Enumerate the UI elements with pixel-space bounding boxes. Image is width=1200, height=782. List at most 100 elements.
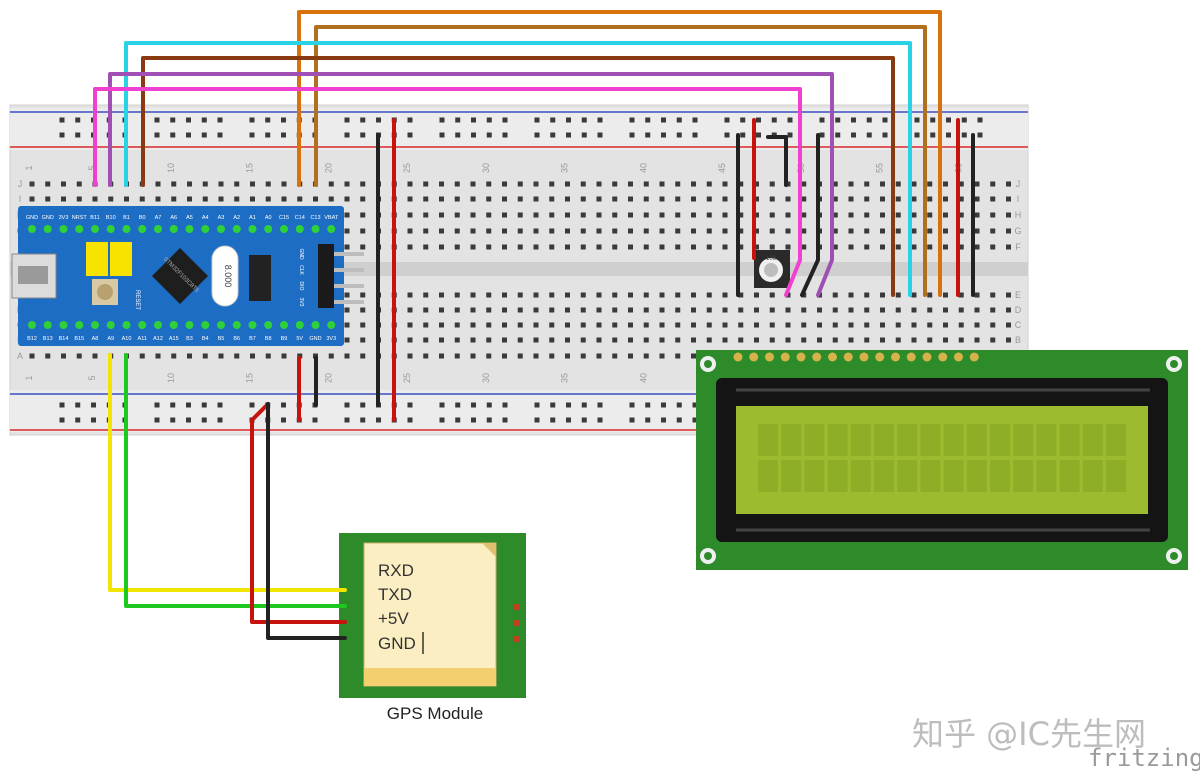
row-letter: I [19, 194, 22, 204]
breadboard-hole [76, 196, 82, 202]
breadboard-hole [612, 244, 618, 250]
rail-hole [312, 417, 318, 423]
breadboard-hole [549, 353, 555, 359]
breadboard-hole [517, 228, 523, 234]
breadboard-hole [864, 307, 870, 313]
rail-hole [439, 417, 445, 423]
breadboard-hole [1006, 292, 1011, 298]
breadboard-hole [943, 244, 948, 250]
breadboard-hole [958, 292, 964, 298]
breadboard-hole [801, 244, 807, 250]
rail-hole [281, 402, 286, 408]
stm32-top-pin-label: A7 [155, 215, 162, 221]
breadboard-hole [470, 337, 476, 343]
breadboard-hole [832, 322, 838, 328]
breadboard-hole [864, 212, 870, 218]
lcd-char-cell [966, 424, 987, 456]
breadboard-hole [596, 292, 602, 298]
lcd-char-cell [943, 424, 964, 456]
breadboard-hole [927, 337, 933, 343]
column-number: 5 [87, 165, 97, 170]
rail-hole [201, 117, 207, 123]
rail-hole [645, 132, 651, 138]
breadboard-hole [738, 337, 744, 343]
breadboard-hole [990, 212, 996, 218]
breadboard-hole [706, 322, 712, 328]
breadboard-hole [785, 322, 791, 328]
stm32-top-pin-label: A5 [186, 215, 193, 221]
crystal [211, 245, 239, 307]
breadboard-hole [974, 181, 980, 187]
breadboard-hole [407, 228, 413, 234]
breadboard-hole [911, 292, 917, 298]
rail-hole [154, 417, 160, 423]
breadboard-hole [517, 307, 523, 313]
rail-hole [946, 117, 951, 123]
stm32-pin [75, 225, 84, 233]
breadboard-hole [328, 196, 334, 202]
breadboard-hole [360, 228, 366, 234]
rail-hole [566, 117, 571, 123]
stm32-top-pin-label: A2 [233, 215, 240, 221]
breadboard-hole [691, 228, 696, 234]
rail-hole [771, 117, 777, 123]
lcd-char-cell [1082, 424, 1103, 456]
stm32-top-pin-label: B1 [123, 215, 130, 221]
rail-hole [581, 117, 587, 123]
breadboard-hole [943, 181, 948, 187]
pot-label: 103 [766, 256, 777, 262]
rail-hole [217, 402, 223, 408]
column-number: 40 [638, 373, 648, 383]
rail-hole [360, 117, 366, 123]
breadboard-hole [344, 322, 350, 328]
breadboard-hole [313, 353, 318, 359]
breadboard-hole [943, 196, 948, 202]
breadboard-hole [344, 228, 350, 234]
wire-black-pot-2 [766, 135, 788, 187]
breadboard-hole [628, 292, 633, 298]
breadboard-hole [533, 307, 539, 313]
rail-hole [455, 132, 461, 138]
potentiometer: 103 [754, 250, 790, 288]
breadboard-hole [958, 244, 964, 250]
breadboard-hole [864, 181, 870, 187]
breadboard-hole [265, 196, 271, 202]
breadboard-hole [785, 228, 791, 234]
rail-hole [281, 117, 286, 123]
breadboard-hole [801, 322, 807, 328]
breadboard-hole [895, 212, 901, 218]
breadboard-hole [769, 181, 775, 187]
header-pin [334, 300, 364, 304]
breadboard-hole [880, 196, 885, 202]
stm32-pin [232, 321, 241, 329]
breadboard-hole [943, 307, 948, 313]
rail-hole [471, 417, 476, 423]
breadboard-hole [769, 244, 775, 250]
column-number: 35 [560, 163, 570, 173]
wire-cyan [124, 41, 912, 297]
breadboard-hole [974, 212, 980, 218]
rail-hole [502, 417, 508, 423]
breadboard-hole [407, 322, 413, 328]
breadboard-hole [517, 353, 523, 359]
breadboard-hole [281, 196, 287, 202]
pin-header [318, 244, 334, 308]
breadboard-hole [801, 212, 807, 218]
breadboard-hole [45, 181, 51, 187]
column-number: 35 [560, 373, 570, 383]
breadboard-hole [596, 196, 602, 202]
breadboard-hole [628, 337, 633, 343]
stm32-bottom-pin-label: GND [309, 336, 321, 342]
breadboard-hole [958, 181, 964, 187]
rail-hole [835, 117, 841, 123]
breadboard-hole [344, 212, 350, 218]
breadboard-hole [769, 212, 775, 218]
breadboard-hole [785, 212, 791, 218]
breadboard-hole [612, 337, 618, 343]
breadboard-hole [612, 322, 618, 328]
breadboard-hole [706, 337, 712, 343]
lcd-pad [906, 352, 916, 362]
breadboard-hole [92, 353, 98, 359]
breadboard-hole [533, 244, 539, 250]
breadboard-hole [423, 228, 429, 234]
